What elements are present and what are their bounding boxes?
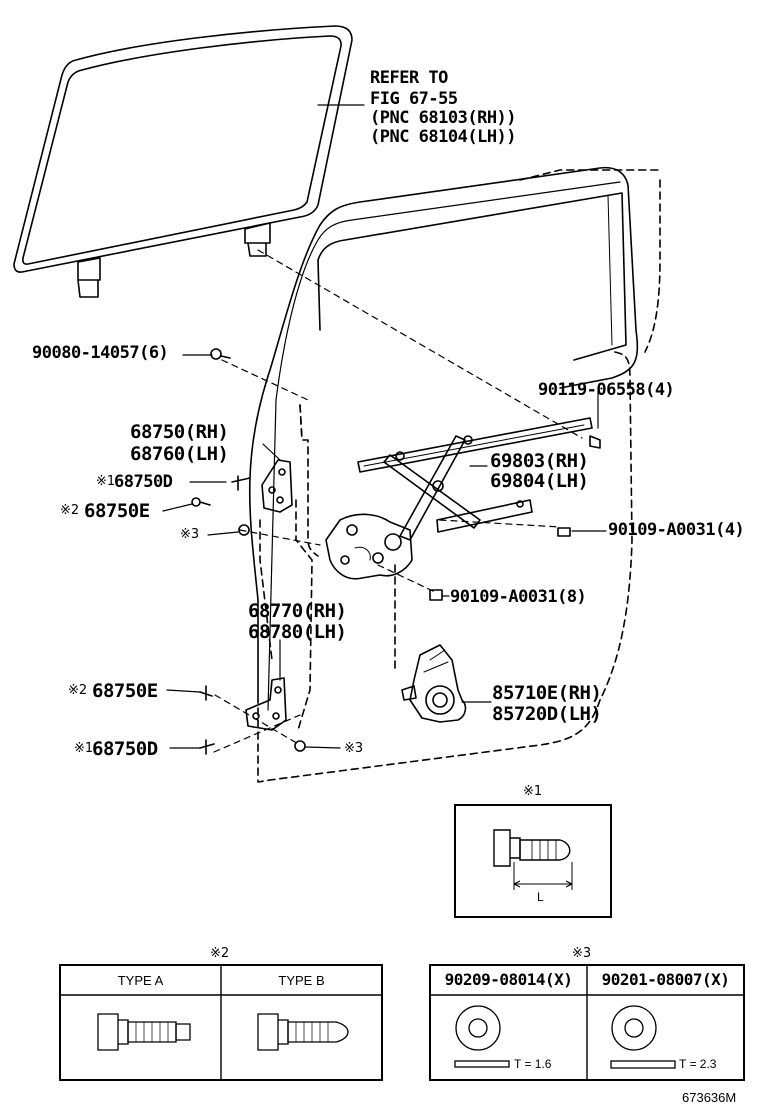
detail-1-title: ※1 xyxy=(523,784,543,799)
upper-hinge xyxy=(191,459,293,536)
door-frame xyxy=(248,166,639,711)
door-glass xyxy=(13,25,353,298)
detail-2-table xyxy=(59,964,383,1081)
window-motor xyxy=(401,644,467,723)
detail-2-type-b: TYPE B xyxy=(278,973,325,988)
detail-3-col1-thickness: T = 1.6 xyxy=(514,1057,552,1071)
part-label-68750e-lower[interactable]: 68750E xyxy=(92,680,158,702)
part-label-68750d-upper[interactable]: 68750D xyxy=(114,472,173,492)
mark-2-lower: ※2 xyxy=(68,683,88,698)
lower-hinge xyxy=(199,677,306,755)
detail-3-col1-header: 90209-08014(X) xyxy=(444,970,573,989)
refer-note-line2: FIG 67-55 xyxy=(370,89,458,109)
part-label-68770-rh[interactable]: 68770(RH) xyxy=(248,600,347,622)
detail-3-col2-header: 90201-08007(X) xyxy=(601,970,730,989)
mark-1-upper: ※1 xyxy=(96,474,116,489)
part-label-68750e-upper[interactable]: 68750E xyxy=(84,500,150,522)
detail-1-box xyxy=(454,804,612,918)
mark-3-upper: ※3 xyxy=(180,527,200,542)
part-label-90119[interactable]: 90119-06558(4) xyxy=(538,380,675,400)
part-label-68780-lh[interactable]: 68780(LH) xyxy=(248,621,347,643)
mark-3-lower: ※3 xyxy=(344,741,364,756)
refer-note-line1: REFER TO xyxy=(370,68,448,88)
part-label-85710e-rh[interactable]: 85710E(RH) xyxy=(492,682,602,704)
figure-id: 673636M xyxy=(682,1090,737,1105)
part-label-69804-lh[interactable]: 69804(LH) xyxy=(490,470,589,492)
detail-3-title: ※3 xyxy=(572,946,592,961)
bolts xyxy=(210,348,601,601)
part-label-68760-lh[interactable]: 68760(LH) xyxy=(130,443,229,465)
refer-note-line4: (PNC 68104(LH)) xyxy=(370,127,517,147)
part-label-90109-4[interactable]: 90109-A0031(4) xyxy=(608,520,745,540)
detail-3-table xyxy=(429,964,745,1081)
refer-note-line3: (PNC 68103(RH)) xyxy=(370,108,517,128)
detail-1-dim-label: L xyxy=(537,890,544,904)
detail-2-type-a: TYPE A xyxy=(117,973,164,988)
part-label-90109-8[interactable]: 90109-A0031(8) xyxy=(450,587,587,607)
part-label-69803-rh[interactable]: 69803(RH) xyxy=(490,450,589,472)
detail-2-title: ※2 xyxy=(210,946,230,961)
part-label-85720d-lh[interactable]: 85720D(LH) xyxy=(492,703,602,725)
mark-1-lower: ※1 xyxy=(74,741,94,756)
door-inner-outline xyxy=(257,169,661,783)
mark-2-upper: ※2 xyxy=(60,503,80,518)
window-regulator xyxy=(325,417,593,580)
part-label-90080[interactable]: 90080-14057(6) xyxy=(32,343,169,363)
detail-3-col2-thickness: T = 2.3 xyxy=(679,1057,717,1071)
part-label-68750d-lower[interactable]: 68750D xyxy=(92,738,158,760)
label-leaders xyxy=(162,104,607,749)
part-label-68750-rh[interactable]: 68750(RH) xyxy=(130,421,229,443)
